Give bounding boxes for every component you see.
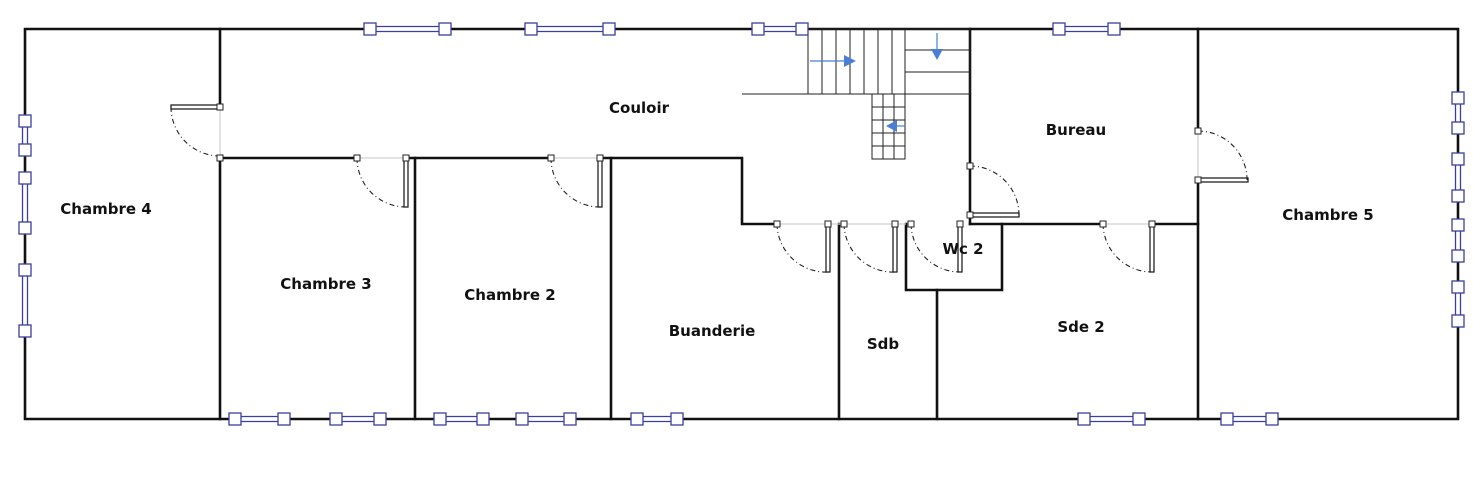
room-label-bureau: Bureau xyxy=(1046,121,1106,139)
door-chambre2 xyxy=(597,157,603,208)
stair-arrow-icon xyxy=(886,120,897,132)
window xyxy=(524,22,616,36)
door-sde2 xyxy=(1149,223,1155,273)
window xyxy=(1052,22,1121,36)
window xyxy=(515,412,577,426)
room-label-chambre4: Chambre 4 xyxy=(60,200,151,218)
room-label-couloir: Couloir xyxy=(609,99,670,117)
door-chambre4 xyxy=(170,104,221,110)
wall-wc2 xyxy=(904,222,1004,292)
windows xyxy=(18,22,1465,426)
window xyxy=(1220,412,1279,426)
stair-arrow-icon xyxy=(844,55,856,67)
wall-couloir-south-3 xyxy=(598,156,779,226)
room-label-chambre3: Chambre 3 xyxy=(280,275,371,293)
room-label-chambre2: Chambre 2 xyxy=(464,286,555,304)
doors xyxy=(170,103,1249,273)
room-label-wc2: Wc 2 xyxy=(942,240,983,258)
room-labels: Couloir Bureau Chambre 4 Chambre 3 Chamb… xyxy=(60,99,1373,353)
window xyxy=(1077,412,1146,426)
door-chambre3 xyxy=(403,157,409,208)
door-sdb xyxy=(892,223,898,273)
window xyxy=(751,22,809,36)
staircase xyxy=(742,28,971,160)
window xyxy=(18,263,32,338)
door-chambre5 xyxy=(1197,177,1249,183)
door-bureau xyxy=(969,212,1020,218)
walls xyxy=(23,27,1460,421)
window xyxy=(363,22,452,36)
window xyxy=(18,114,32,157)
window xyxy=(630,412,684,426)
door-buanderie xyxy=(825,223,831,273)
window xyxy=(228,412,291,426)
room-label-sde2: Sde 2 xyxy=(1057,318,1104,336)
window xyxy=(329,412,387,426)
openings xyxy=(219,107,1199,225)
stair-arrow-icon xyxy=(931,49,943,60)
room-label-chambre5: Chambre 5 xyxy=(1282,206,1373,224)
window xyxy=(1451,218,1465,263)
window xyxy=(1451,152,1465,203)
window xyxy=(1451,280,1465,328)
room-label-sdb: Sdb xyxy=(867,335,900,353)
window xyxy=(1451,91,1465,135)
window xyxy=(433,412,490,426)
room-label-buanderie: Buanderie xyxy=(669,322,756,340)
window xyxy=(18,171,32,235)
